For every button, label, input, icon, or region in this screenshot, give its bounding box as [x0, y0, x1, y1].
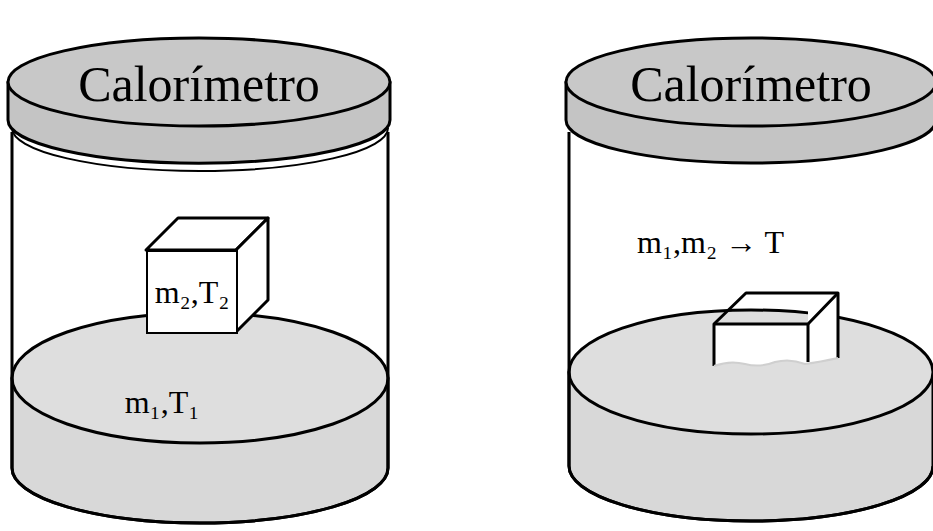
melting-cube	[714, 293, 838, 366]
liquid-region: m₁,T₁	[125, 386, 200, 418]
melting-cube-outline	[714, 293, 838, 366]
lid-top	[566, 38, 933, 126]
node-text: m₁,T₁	[125, 386, 200, 418]
cube-side	[236, 218, 268, 332]
lid-label-area: Calorímetro	[630, 59, 872, 109]
melting-cube-edge	[714, 293, 838, 324]
vessel-wall	[568, 132, 571, 466]
node-text: Calorímetro	[630, 59, 872, 109]
vessel-wall	[387, 132, 390, 468]
vessel-bottom	[12, 468, 388, 523]
melt-line	[714, 358, 838, 366]
vessel-wall	[11, 132, 14, 468]
lid-top	[8, 38, 390, 126]
melting-cube-edge	[807, 324, 810, 362]
process-label: m₁,m₂ → T	[637, 226, 784, 258]
vessel-bottom	[569, 466, 933, 521]
node-text: m₂,T₂	[155, 276, 230, 308]
ice-cube: m₂,T₂	[146, 250, 238, 334]
node-text: Calorímetro	[78, 59, 320, 109]
lid-label-area: Calorímetro	[78, 59, 320, 109]
